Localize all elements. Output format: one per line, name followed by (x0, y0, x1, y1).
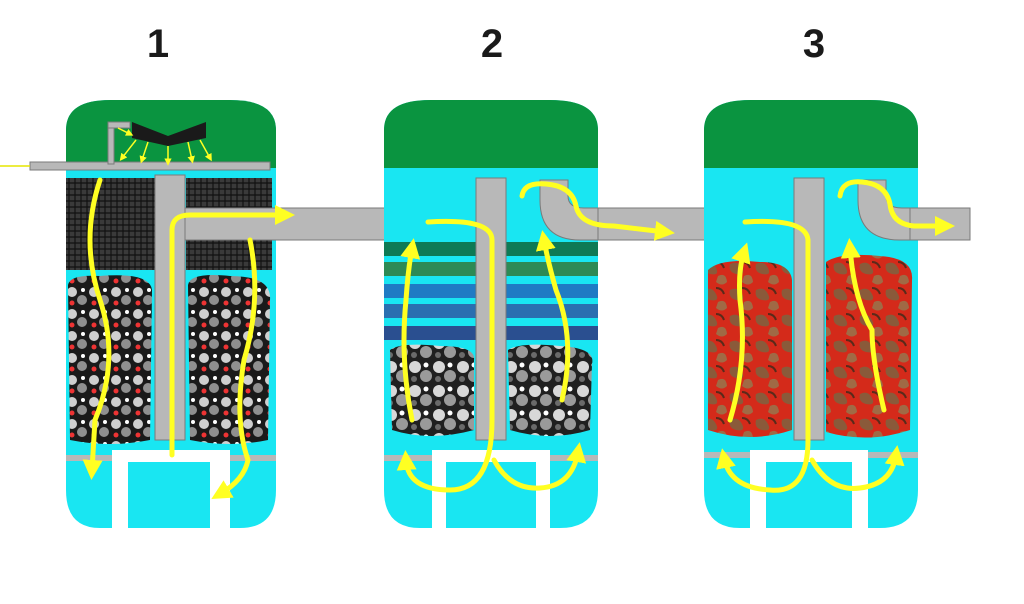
flow-arrows (82, 177, 955, 500)
tank-1 (0, 100, 276, 528)
flow-arrow-icon (716, 218, 811, 493)
tank-3-dome (704, 100, 918, 168)
tank-3 (704, 100, 919, 528)
flow-arrow-icon (519, 181, 675, 241)
spray-arrows (117, 127, 212, 166)
tank-1-dome (66, 100, 276, 168)
flow-arrow-icon (840, 238, 887, 413)
stage-2-number: 2 (480, 22, 504, 66)
tank-3-lava-media-right (826, 254, 913, 438)
flow-arrow-icon (396, 218, 495, 493)
spray-head-icon (132, 122, 206, 146)
flow-arrow-icon (82, 177, 112, 480)
stage-3-number: 3 (802, 22, 826, 66)
tank-3-lava-media-left (708, 261, 792, 437)
flow-arrow-icon (211, 237, 258, 500)
tank-2-stone-media-right (508, 344, 593, 436)
flow-arrow-icon (809, 445, 905, 491)
tank-2-dome (384, 100, 598, 168)
flow-arrow-icon (727, 242, 751, 423)
flow-arrow-icon (491, 442, 587, 491)
flow-arrow-icon (400, 238, 421, 423)
tank-1-stone-media-right (188, 275, 271, 444)
stage-1-number: 1 (146, 22, 170, 66)
inlet-pipe-icon (29, 161, 271, 171)
flow-arrow-icon (837, 179, 955, 236)
flow-arrow-icon (535, 230, 571, 403)
tank-1-brush-media-left (66, 178, 156, 270)
flow-arrow-icon (169, 205, 295, 458)
